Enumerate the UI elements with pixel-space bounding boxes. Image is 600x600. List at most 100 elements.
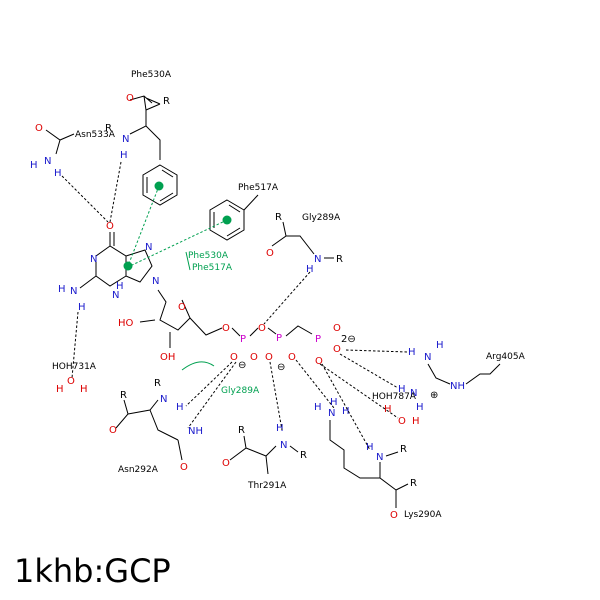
svg-text:O: O: [222, 323, 230, 334]
svg-text:O: O: [35, 123, 43, 134]
svg-text:O: O: [180, 462, 188, 473]
svg-text:N: N: [70, 286, 77, 297]
svg-text:H: H: [276, 423, 284, 434]
phe517-ring: [209, 194, 259, 241]
asn533-fragment: O N H H: [30, 123, 75, 179]
arg405-fragment: H N H NH H N H ⊕: [398, 340, 501, 413]
svg-text:P: P: [240, 334, 246, 345]
svg-text:NH: NH: [188, 426, 203, 437]
svg-text:O: O: [288, 352, 296, 363]
svg-text:O: O: [67, 376, 75, 387]
svg-text:R: R: [163, 96, 170, 107]
svg-text:H: H: [342, 406, 350, 417]
label-thr291: Thr291A: [247, 481, 287, 491]
ribose: O HO OH: [118, 289, 223, 363]
svg-text:⊖: ⊖: [238, 360, 246, 371]
svg-text:O: O: [109, 425, 117, 436]
svg-text:H: H: [436, 340, 444, 351]
svg-text:H: H: [366, 442, 374, 453]
label-asn292: Asn292A: [118, 465, 159, 475]
label-gly289-green: Gly289A: [221, 386, 260, 396]
svg-text:OH: OH: [160, 352, 175, 363]
svg-text:O: O: [106, 221, 114, 232]
svg-text:O: O: [315, 356, 323, 367]
hoh787-fragment: H O H: [384, 404, 420, 427]
svg-text:H: H: [384, 404, 392, 415]
svg-text:H: H: [306, 264, 314, 275]
hoh731-fragment: H O H: [56, 376, 88, 395]
label-hoh787: HOH787A: [372, 392, 417, 402]
svg-text:N: N: [424, 352, 431, 363]
svg-text:H: H: [78, 302, 86, 313]
svg-text:R: R: [336, 254, 343, 265]
svg-text:H: H: [330, 397, 338, 408]
svg-text:H: H: [416, 402, 424, 413]
svg-text:N: N: [145, 242, 152, 253]
svg-text:HO: HO: [118, 318, 134, 329]
svg-text:N: N: [410, 388, 417, 399]
svg-text:N: N: [122, 134, 129, 145]
label-asn533: Asn533A: [75, 130, 116, 140]
label-phe530-green: Phe530A: [188, 251, 229, 261]
svg-text:N: N: [314, 254, 321, 265]
svg-text:R: R: [275, 212, 282, 223]
svg-text:P: P: [276, 333, 282, 344]
thr291-fragment: R O H N R: [222, 423, 307, 475]
hydrogen-bonds: [61, 161, 409, 451]
label-arg405: Arg405A: [486, 352, 526, 362]
svg-text:H: H: [116, 281, 124, 292]
label-phe517: Phe517A: [238, 183, 279, 193]
phe530-ring: [142, 164, 178, 206]
svg-text:P: P: [315, 334, 321, 345]
svg-text:R: R: [238, 425, 245, 436]
svg-text:O: O: [250, 352, 258, 363]
svg-text:H: H: [56, 384, 64, 395]
label-phe517-green: Phe517A: [192, 263, 233, 273]
asn292-fragment: R O N R H O NH: [109, 378, 203, 473]
svg-text:N: N: [280, 440, 287, 451]
svg-text:O: O: [126, 93, 134, 104]
svg-text:H: H: [314, 402, 322, 413]
guanine-base: O N N H N N N H H: [58, 221, 159, 313]
label-phe530-top: Phe530A: [131, 70, 172, 80]
svg-text:O: O: [333, 323, 341, 334]
svg-text:R: R: [410, 478, 417, 489]
gly289-top-fragment: R O N H R: [266, 212, 343, 275]
svg-text:N: N: [376, 452, 383, 463]
svg-text:H: H: [398, 384, 406, 395]
svg-text:N: N: [112, 290, 119, 301]
svg-text:R: R: [300, 450, 307, 461]
svg-text:O: O: [398, 416, 406, 427]
svg-text:H: H: [120, 150, 128, 161]
svg-text:NH: NH: [450, 381, 465, 392]
svg-text:H: H: [408, 347, 416, 358]
svg-text:R: R: [154, 378, 161, 389]
svg-text:⊕: ⊕: [430, 390, 438, 401]
label-hoh731: HOH731A: [52, 362, 97, 372]
svg-text:O: O: [222, 458, 230, 469]
svg-text:R: R: [400, 444, 407, 455]
svg-text:H: H: [176, 402, 184, 413]
svg-text:H: H: [412, 416, 420, 427]
svg-text:N: N: [328, 408, 335, 419]
phosphate-chain: O P O O ⊖ O P O O ⊖ P O O O 2⊖: [222, 323, 356, 373]
svg-text:O: O: [266, 248, 274, 259]
svg-text:O: O: [333, 344, 341, 355]
label-gly289-top: Gly289A: [302, 213, 341, 223]
svg-text:⊖: ⊖: [277, 362, 285, 373]
hydrophobic-contacts: [127, 185, 228, 371]
label-lys290: Lys290A: [404, 510, 442, 520]
svg-text:H: H: [30, 160, 38, 171]
svg-text:O: O: [178, 302, 186, 313]
phe530-top-fragment: O R R N H: [105, 93, 170, 161]
svg-text:N: N: [90, 254, 97, 265]
svg-text:H: H: [54, 168, 62, 179]
diagram-caption: 1khb:GCP: [14, 552, 171, 590]
svg-text:H: H: [58, 284, 66, 295]
lys290-fragment: H N H H H N R R O: [314, 397, 417, 521]
svg-text:R: R: [120, 390, 127, 401]
svg-text:H: H: [80, 384, 88, 395]
svg-text:O: O: [258, 323, 266, 334]
